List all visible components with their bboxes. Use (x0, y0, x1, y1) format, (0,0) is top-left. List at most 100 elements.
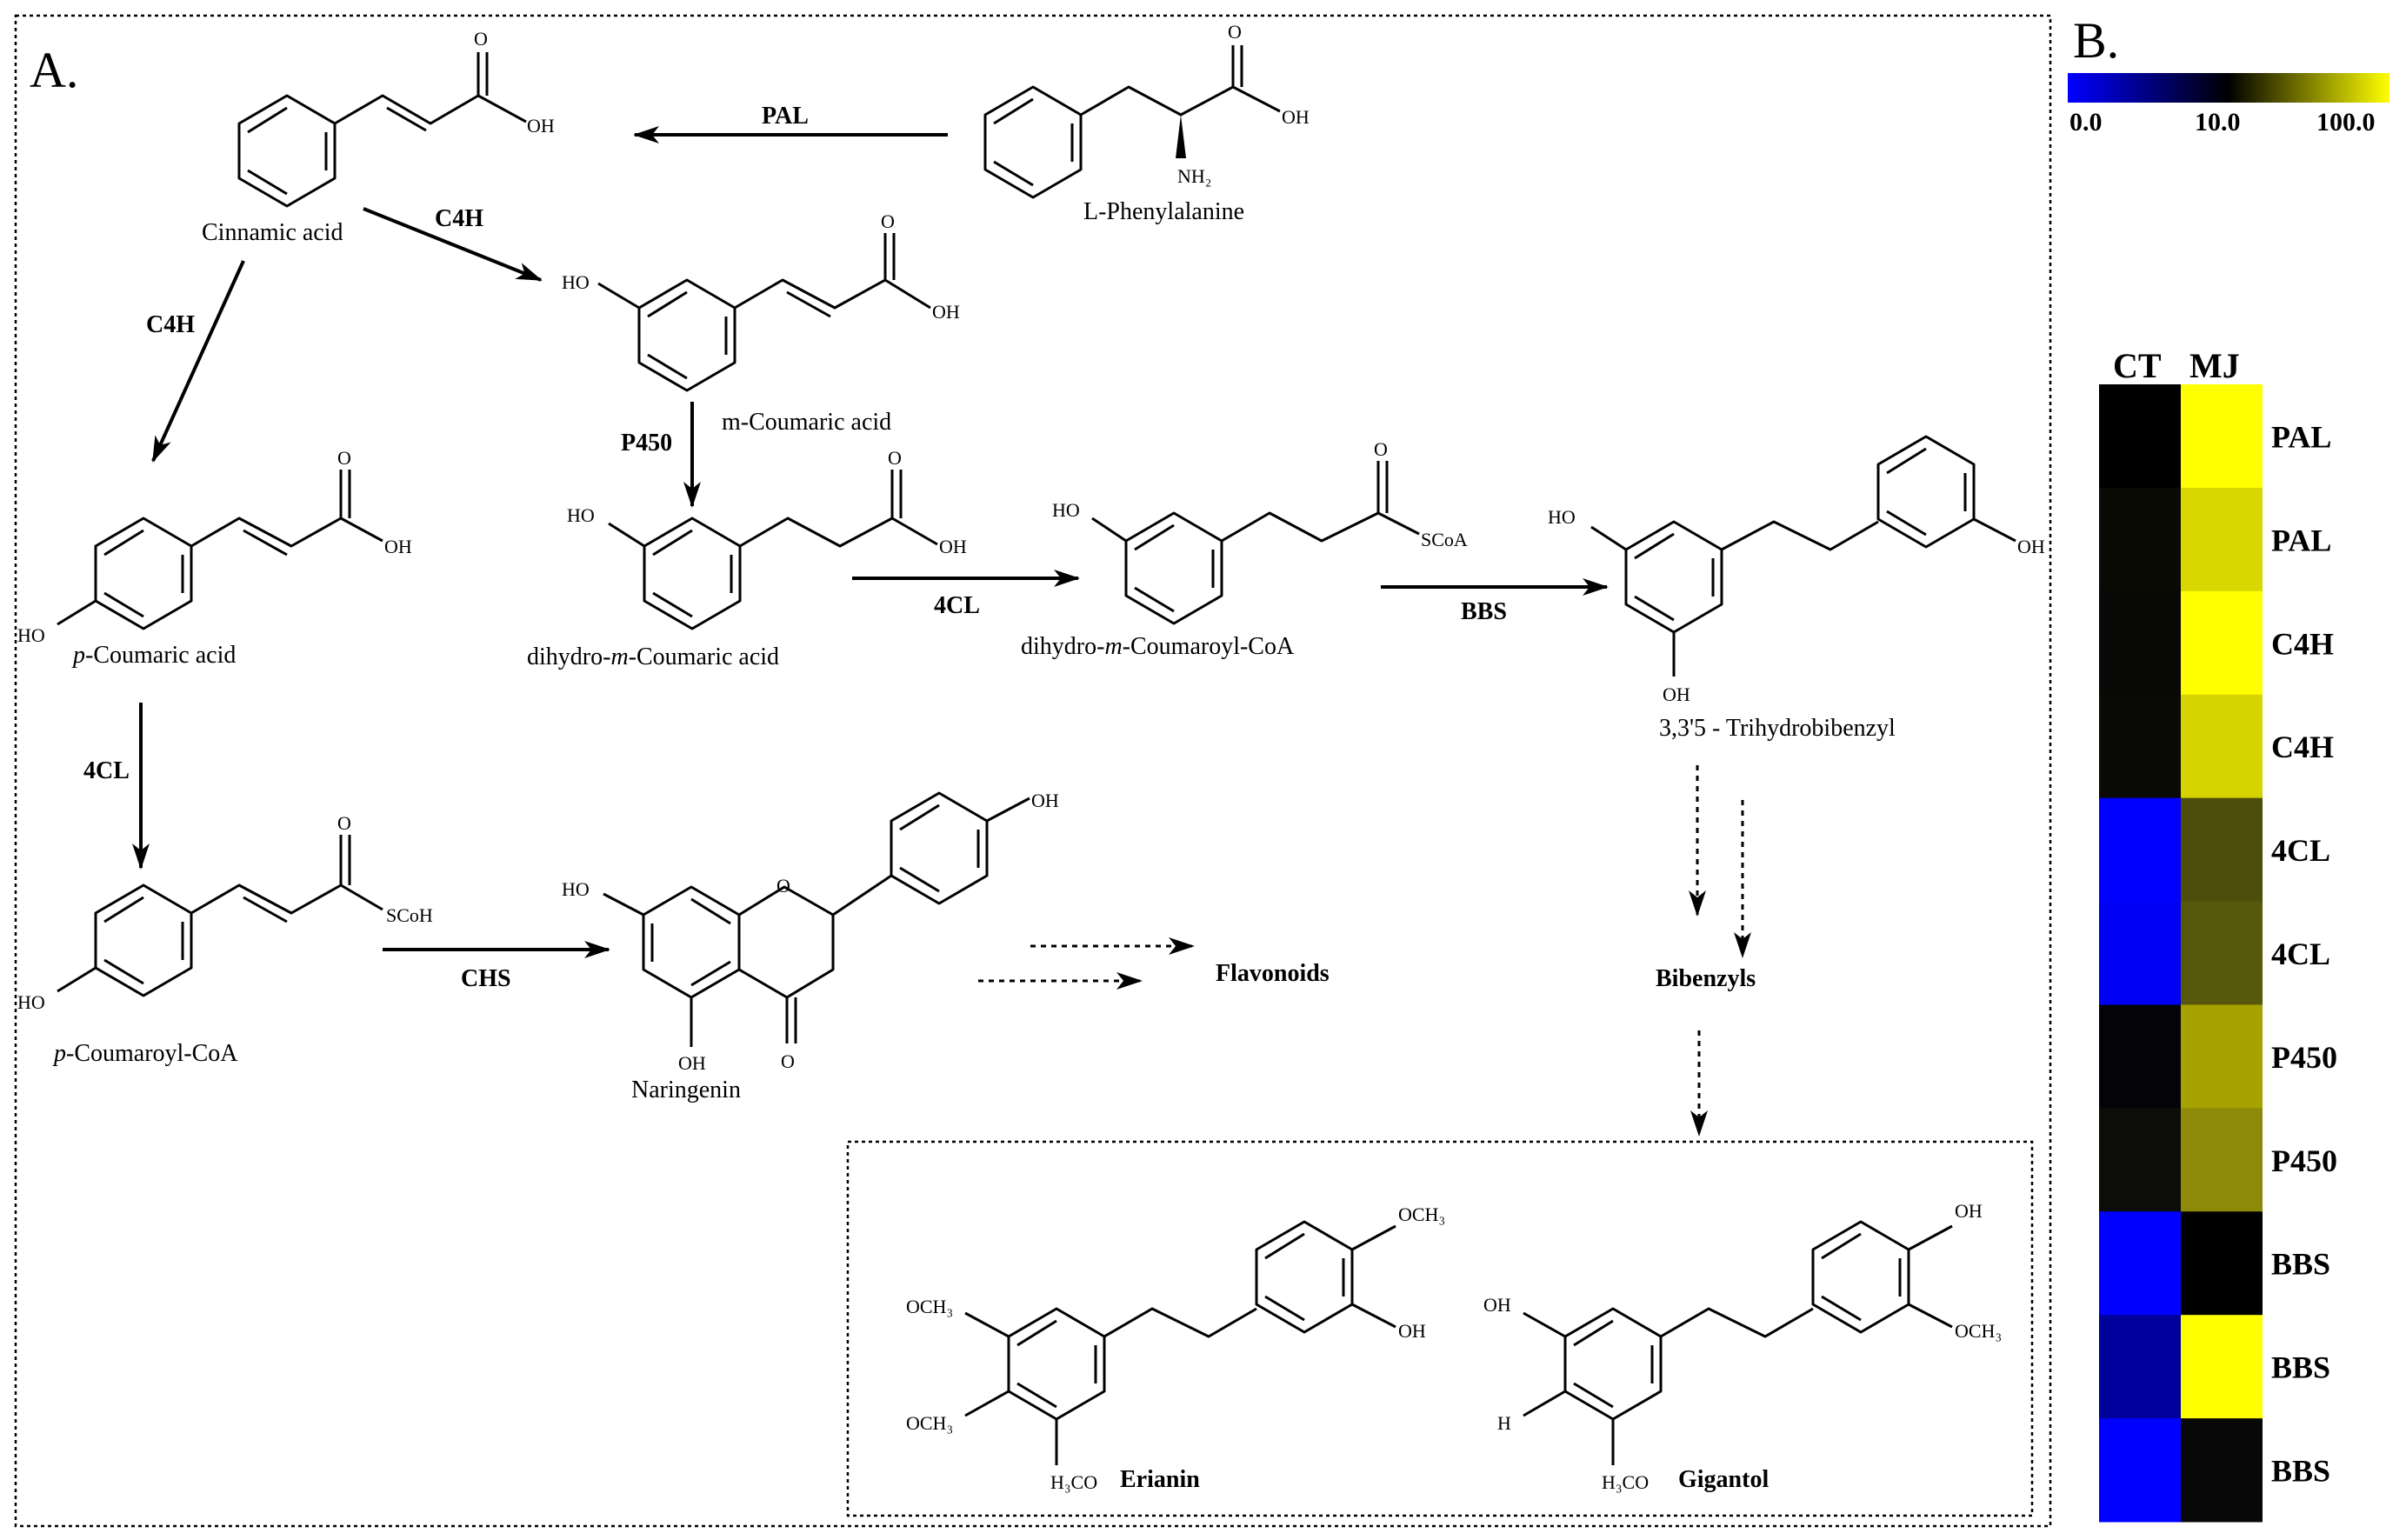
flavonoids-label: Flavonoids (1216, 960, 1330, 987)
atom-ho: HO (1548, 506, 1576, 528)
atom-o: O (1374, 438, 1388, 460)
p-coumaric-acid-structure: HO O OH (17, 447, 412, 646)
atom-oh: OH (1398, 1320, 1426, 1342)
heatmap-row-label: BBS (2271, 1247, 2330, 1282)
heatmap-row-label: P450 (2271, 1040, 2337, 1075)
p-coumaric-acid-label: p-Coumaric acid (71, 642, 236, 669)
l-phenylalanine-structure: O OH NH₂ (983, 21, 1310, 199)
gigantol-structure: OH H H₃CO OH OCH₃ (1483, 1200, 2002, 1493)
c4h-arrow-top (363, 207, 543, 282)
heatmap-row-label: C4H (2271, 730, 2334, 764)
atom-o: O (881, 210, 895, 232)
atom-ho: HO (567, 504, 595, 526)
heatmap-row-label: 4CL (2271, 937, 2330, 971)
atom-h3co: H₃CO (1602, 1471, 1649, 1493)
atom-oh: OH (384, 536, 412, 557)
atom-scoa: SCoA (1421, 529, 1468, 550)
bibenzyls-label: Bibenzyls (1656, 965, 1756, 992)
atom-ho: HO (17, 624, 45, 646)
enzyme-p450: P450 (621, 430, 672, 457)
atom-ho: HO (1052, 499, 1080, 521)
dihydro-m-coumaroyl-coa-structure: HO O SCoA (1052, 438, 1468, 625)
enzyme-pal: PAL (762, 103, 809, 130)
atom-oh: OH (1663, 683, 1690, 705)
heatmap-row-label: PAL (2271, 419, 2331, 454)
atom-oh: OH (2017, 536, 2045, 557)
atom-o: O (1228, 21, 1242, 43)
enzyme-c4h-left: C4H (146, 311, 195, 338)
atom-ho: HO (562, 878, 590, 900)
heatmap-cell-ct (2099, 797, 2181, 903)
atom-oh: OH (678, 1052, 706, 1074)
atom-ho: HO (562, 271, 590, 293)
heatmap-cell-mj (2181, 901, 2263, 1005)
atom-och3: OCH₃ (1398, 1203, 1445, 1225)
atom-ho: HO (17, 991, 45, 1013)
atom-h3co: H₃CO (1050, 1471, 1097, 1493)
atom-och3: OCH₃ (906, 1296, 953, 1317)
heatmap-row-label: BBS (2271, 1454, 2330, 1489)
erianin-label: Erianin (1120, 1466, 1200, 1493)
heatmap-cell-ct (2099, 694, 2181, 799)
cinnamic-acid-label: Cinnamic acid (202, 219, 343, 246)
p-coumaroyl-coa-structure: HO O SCoH (17, 812, 433, 1013)
atom-och3: OCH₃ (906, 1412, 953, 1434)
column-header-mj: MJ (2189, 346, 2240, 385)
heatmap-cell-ct (2099, 901, 2181, 1005)
scale-max-label: 100.0 (2316, 108, 2376, 137)
heatmap-cell-mj (2181, 1315, 2263, 1419)
atom-h: H (1497, 1412, 1511, 1434)
atom-oh: OH (932, 301, 960, 323)
scale-min-label: 0.0 (2069, 108, 2103, 137)
erianin-structure: OCH₃ OCH₃ H₃CO OCH₃ OH (906, 1203, 1445, 1493)
l-phenylalanine-label: L-Phenylalanine (1083, 198, 1244, 225)
heatmap-cell-ct (2099, 590, 2181, 696)
dihydro-m-coumaric-acid-label: dihydro-m-Coumaric acid (527, 643, 779, 670)
atom-nh2: NH₂ (1177, 165, 1211, 187)
heatmap-row-label: C4H (2271, 626, 2334, 661)
heatmap-cell-mj (2181, 797, 2263, 903)
column-header-ct: CT (2113, 346, 2162, 385)
heatmap-cell-mj (2181, 1108, 2263, 1212)
naringenin-structure: O HO OH O OH (562, 790, 1059, 1074)
heatmap-cell-mj (2181, 590, 2263, 696)
enzyme-chs: CHS (461, 965, 511, 992)
heatmap-cell-ct (2099, 384, 2181, 489)
scale-mid-label: 10.0 (2195, 108, 2241, 137)
atom-scoh: SCoH (386, 904, 433, 926)
heatmap-cell-mj (2181, 694, 2263, 799)
c4h-arrow-left (151, 260, 245, 463)
trihydrobibenzyl-structure: HO OH OH (1548, 435, 2045, 705)
enzyme-bbs: BBS (1461, 598, 1507, 625)
heatmap-cell-ct (2099, 1108, 2181, 1212)
heatmap-cell-ct (2099, 487, 2181, 592)
panel-b-letter: B. (2073, 12, 2119, 69)
products-box (846, 1140, 2034, 1517)
heatmap-row-label: BBS (2271, 1350, 2330, 1385)
panel-a: A. O OH Cinnamic acid O (14, 14, 2052, 1528)
p-coumaroyl-coa-label: p-Coumaroyl-CoA (52, 1040, 238, 1067)
panel-b: B. 0.0 10.0 100.0 CT MJ PALPALC4HC4H4CL4… (2068, 12, 2389, 1523)
atom-o: O (337, 812, 351, 834)
atom-och3: OCH₃ (1955, 1320, 2002, 1342)
heatmap-cell-mj (2181, 487, 2263, 592)
naringenin-label: Naringenin (631, 1077, 741, 1103)
atom-o: O (337, 447, 351, 469)
dihydro-m-coumaroyl-coa-label: dihydro-m-Coumaroyl-CoA (1021, 633, 1295, 660)
atom-oh: OH (1031, 790, 1059, 811)
enzyme-4cl-mid: 4CL (934, 592, 980, 619)
atom-oh: OH (1955, 1200, 1983, 1222)
heatmap-cell-ct (2099, 1004, 2181, 1109)
panel-a-frame (14, 14, 2052, 1528)
cinnamic-acid-structure: O OH (237, 28, 555, 208)
m-coumaric-acid-structure: HO O OH (562, 210, 960, 392)
enzyme-4cl-left: 4CL (83, 757, 130, 784)
atom-oh: OH (1483, 1294, 1511, 1316)
atom-o: O (888, 447, 902, 469)
heatmap-row-label: PAL (2271, 523, 2331, 557)
heatmap-cell-mj (2181, 384, 2263, 489)
heatmap-cell-ct (2099, 1418, 2181, 1523)
atom-oh: OH (1282, 106, 1310, 128)
